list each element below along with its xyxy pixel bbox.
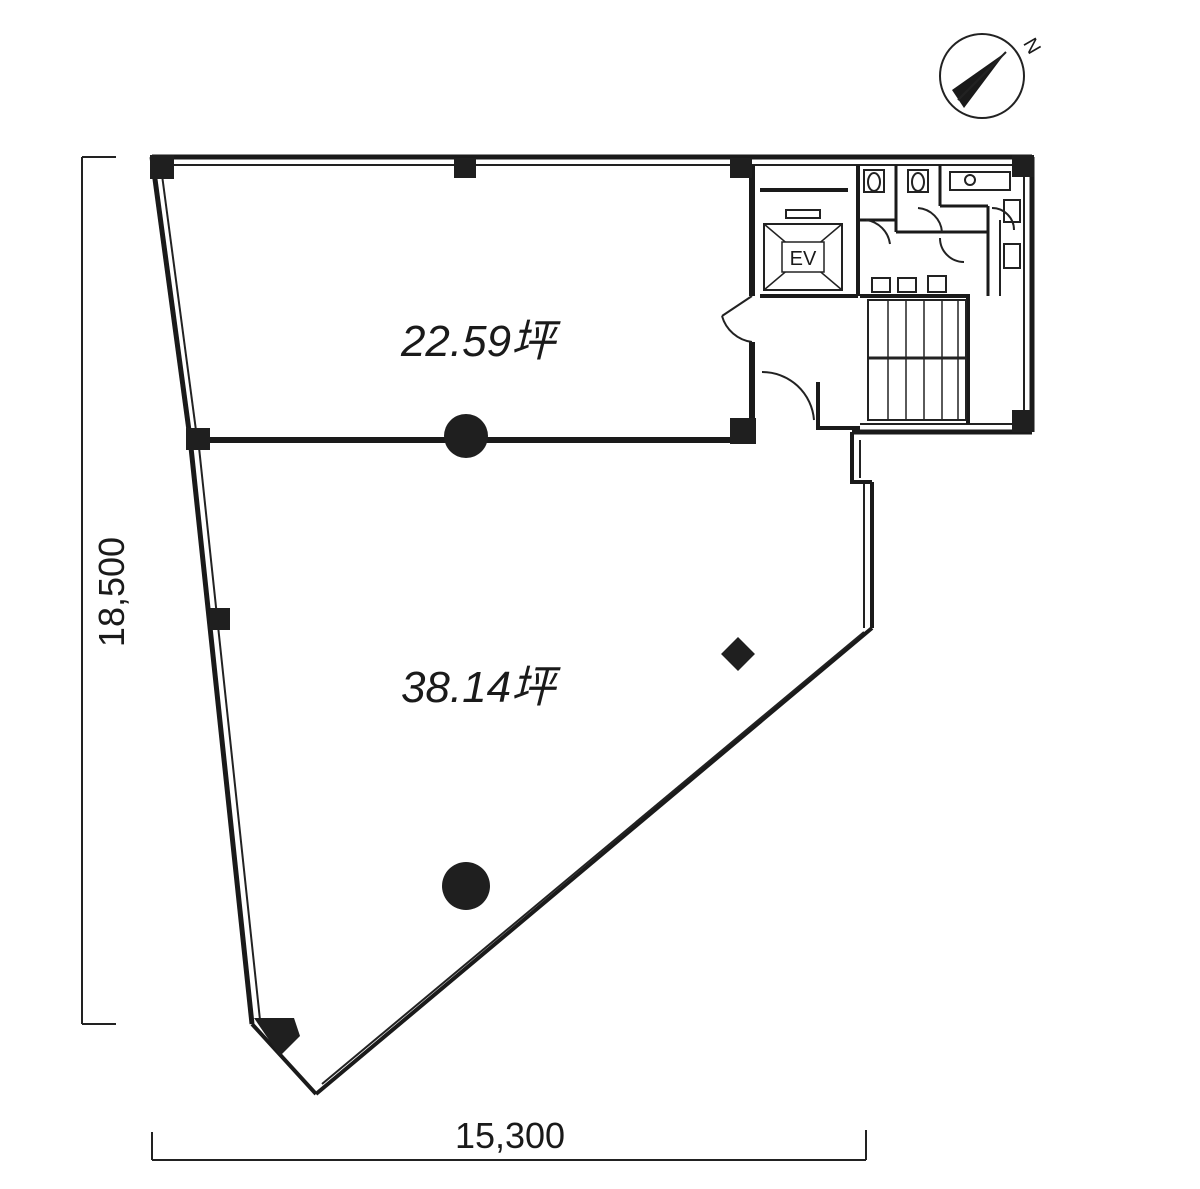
column	[186, 428, 210, 450]
north-arrow-icon: N	[939, 33, 1045, 119]
column	[150, 155, 174, 179]
elevator: EV	[763, 209, 843, 291]
round-column	[444, 414, 488, 458]
vertical-dimension: 18,500	[81, 156, 132, 1025]
column	[721, 637, 755, 671]
horizontal-dimension-label: 15,300	[455, 1115, 565, 1156]
column	[730, 158, 752, 178]
toilet-fixtures	[863, 169, 1021, 293]
room-area-lower: 38.14坪	[401, 663, 561, 712]
column	[1012, 410, 1034, 432]
room-area-upper: 22.59坪	[400, 317, 561, 366]
column	[454, 158, 476, 178]
column	[254, 1018, 300, 1056]
columns	[150, 155, 1034, 1056]
column	[210, 608, 230, 630]
room-partition	[190, 165, 755, 443]
elevator-label: EV	[790, 248, 817, 270]
staircase	[867, 299, 967, 421]
north-label: N	[1018, 35, 1044, 59]
core-walls	[760, 165, 1015, 430]
horizontal-dimension: 15,300	[151, 1115, 867, 1161]
exterior-walls	[149, 154, 1035, 1096]
column	[1012, 155, 1034, 177]
vertical-dimension-label: 18,500	[91, 537, 132, 647]
round-column	[442, 862, 490, 910]
column	[730, 418, 756, 444]
